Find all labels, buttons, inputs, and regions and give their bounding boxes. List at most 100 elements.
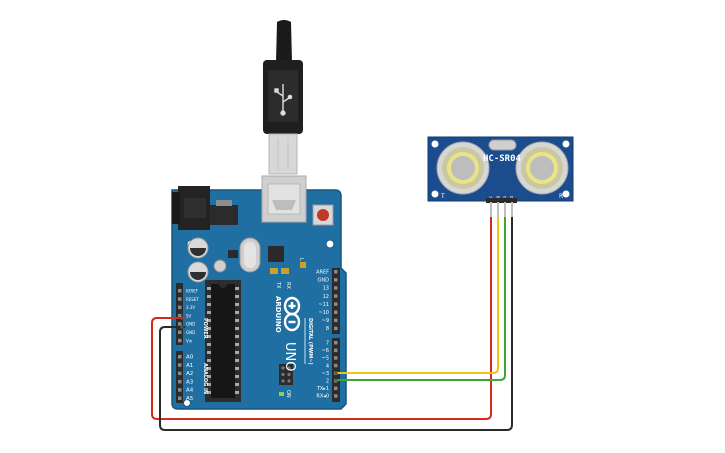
digital-pin-label: 2 xyxy=(326,379,329,385)
digital-pin-socket[interactable] xyxy=(334,310,338,315)
chip-leg xyxy=(207,327,211,330)
analog-pin-socket[interactable] xyxy=(178,396,182,401)
chip-leg xyxy=(235,295,239,298)
digital-pin-label: RX◂0 xyxy=(316,394,329,400)
chip-leg xyxy=(207,351,211,354)
hc-sr04-ultrasonic-sensor[interactable]: HC-SR04 T R VccTrigEchoGnd xyxy=(427,136,574,218)
chip-leg xyxy=(207,303,211,306)
receiver-mark: R xyxy=(559,193,563,200)
capacitor xyxy=(213,259,227,273)
chip-leg xyxy=(207,343,211,346)
digital-pin-socket[interactable] xyxy=(334,363,338,368)
mount-hole xyxy=(431,140,439,148)
arduino-infinity-logo xyxy=(283,296,301,332)
chip-leg xyxy=(235,327,239,330)
usb-cable[interactable] xyxy=(263,20,303,175)
chip-leg xyxy=(207,359,211,362)
digital-pin-label: ~6 xyxy=(322,348,329,354)
analog-pin-label: A3 xyxy=(186,379,194,385)
atmega-microcontroller xyxy=(205,280,241,402)
chip-leg xyxy=(235,319,239,322)
usb-b-port xyxy=(261,175,307,223)
voltage-regulator xyxy=(210,200,238,225)
power-pin-socket[interactable] xyxy=(178,305,182,310)
on-label: ON xyxy=(285,390,291,398)
digital-pin-socket[interactable] xyxy=(334,394,338,398)
digital-pin-socket[interactable] xyxy=(334,270,338,274)
smd-component xyxy=(300,262,306,268)
chip-leg xyxy=(235,367,239,370)
mount-hole xyxy=(562,140,570,148)
chip-leg xyxy=(235,391,239,394)
chip-leg xyxy=(235,359,239,362)
wire-gnd-to-gnd[interactable] xyxy=(159,217,513,431)
wire-vcc-to-5v[interactable] xyxy=(151,217,492,420)
usb-symbol-icon xyxy=(274,84,293,116)
wires xyxy=(151,217,513,431)
reset-button[interactable] xyxy=(312,204,334,226)
chip-pins xyxy=(207,287,239,394)
digital-pin-socket[interactable] xyxy=(334,318,338,323)
power-pin-label: GND xyxy=(186,322,195,327)
digital-pin-socket[interactable] xyxy=(334,294,338,298)
power-pin-label: Vin xyxy=(186,338,193,343)
power-pin-socket[interactable] xyxy=(178,338,182,343)
analog-header-title: ANALOG IN xyxy=(202,363,208,394)
power-pin-socket[interactable] xyxy=(178,297,182,301)
digital-pin-socket[interactable] xyxy=(334,278,338,282)
power-header-title: POWER xyxy=(202,318,208,339)
analog-pin-socket[interactable] xyxy=(178,379,182,384)
icsp-header xyxy=(279,364,293,385)
chip-leg xyxy=(235,303,239,306)
digital-pin-socket[interactable] xyxy=(334,386,338,391)
usb-plug-metal xyxy=(268,133,298,175)
digital-pin-label: 4 xyxy=(326,363,329,369)
digital-pin-socket[interactable] xyxy=(334,356,338,360)
chip-leg xyxy=(235,351,239,354)
digital-header-upper xyxy=(332,268,340,334)
analog-pin-socket[interactable] xyxy=(178,371,182,376)
analog-pin-socket[interactable] xyxy=(178,363,182,367)
smd-component xyxy=(281,268,289,274)
power-pin-label: 5V xyxy=(186,313,192,318)
digital-pin-socket[interactable] xyxy=(334,326,338,331)
digital-pin-label: 8 xyxy=(326,326,329,332)
chip-leg xyxy=(235,287,239,290)
chip-leg xyxy=(207,287,211,290)
analog-pin-label: A0 xyxy=(186,355,194,361)
smd-component xyxy=(270,268,278,274)
digital-pin-label: 7 xyxy=(326,341,329,347)
analog-pin-label: A2 xyxy=(186,371,193,377)
digital-pin-socket[interactable] xyxy=(334,302,338,306)
mount-hole xyxy=(183,399,191,407)
digital-pin-socket[interactable] xyxy=(334,341,338,345)
chip-leg xyxy=(207,383,211,386)
wire-endpoints xyxy=(180,316,338,382)
power-pin-label: GND xyxy=(186,330,195,335)
power-pin-socket[interactable] xyxy=(178,289,182,293)
wire-echo-to-pin-2[interactable] xyxy=(336,217,506,381)
analog-pin-socket[interactable] xyxy=(178,388,182,392)
power-pin-socket[interactable] xyxy=(178,322,182,326)
arduino-uno-board[interactable]: TX RX L ARDUINO UNO ON xyxy=(171,175,347,410)
analog-header xyxy=(176,351,183,403)
power-pin-socket[interactable] xyxy=(178,330,182,335)
analog-pin-socket[interactable] xyxy=(178,355,182,359)
chip-leg xyxy=(207,391,211,394)
receiver-transducer xyxy=(515,141,569,195)
chip-leg xyxy=(235,375,239,378)
digital-pin-socket[interactable] xyxy=(334,348,338,353)
chip-leg xyxy=(235,311,239,314)
digital-header-title: DIGITAL (PWM~) xyxy=(307,318,313,365)
power-pin-socket[interactable] xyxy=(178,313,182,318)
dc-power-jack xyxy=(172,186,210,230)
usb-cable-strain-relief xyxy=(276,20,292,62)
wire-trig-to-pin-3[interactable] xyxy=(336,217,499,374)
digital-pin-socket[interactable] xyxy=(334,286,338,290)
chip-leg xyxy=(207,367,211,370)
sensor-pins xyxy=(490,202,513,218)
digital-pin-label: ~9 xyxy=(322,318,329,324)
analog-pin-label: A5 xyxy=(186,396,194,402)
